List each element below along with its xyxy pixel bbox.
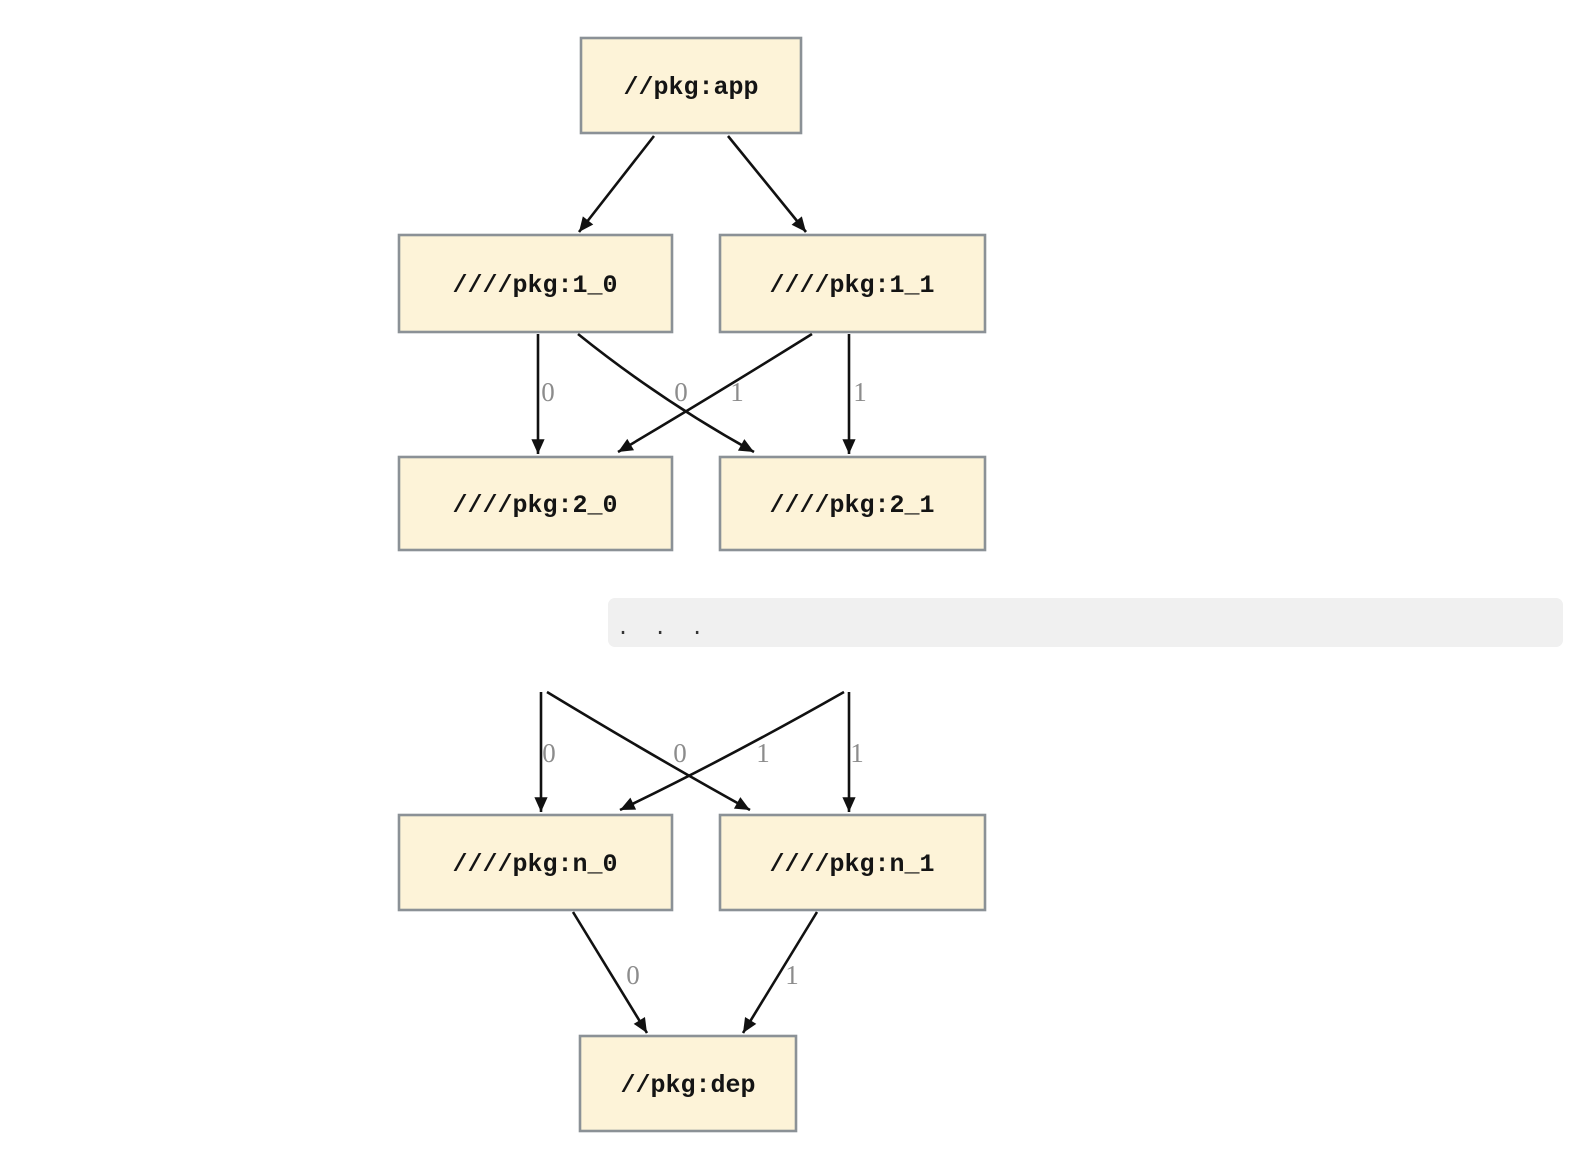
edge-label-1-0-to-2-1: 1 [730, 377, 744, 407]
edge-prev-cross-to-n-1 [546, 690, 751, 812]
node-pkg-2-1-label: ////pkg:2_1 [769, 491, 934, 520]
node-pkg-1-0-box [397, 233, 674, 334]
node-app-box [579, 36, 803, 135]
edge-label-1-0-to-2-0: 0 [541, 377, 555, 407]
node-pkg-1-1: ////pkg:1_1 [718, 233, 987, 334]
node-pkg-n-1-box [718, 813, 987, 912]
node-pkg-2-0: ////pkg:2_0 [397, 455, 674, 552]
node-app: //pkg:app [579, 36, 803, 135]
edge-label-n-1-to-dep: 1 [785, 960, 799, 990]
node-dep-label: //pkg:dep [620, 1071, 755, 1100]
node-pkg-1-1-box [718, 233, 987, 334]
node-pkg-n-1: ////pkg:n_1 [718, 813, 987, 912]
node-pkg-n-1-label: ////pkg:n_1 [769, 850, 934, 879]
edge-n-1-to-dep [741, 911, 819, 1034]
node-pkg-2-1-box [718, 455, 987, 552]
edge-label-prev-cross-to-n-1: 1 [756, 738, 770, 768]
edge-label-prev-to-n-1: 1 [850, 738, 864, 768]
ellipsis-code-block [608, 598, 1563, 647]
node-pkg-2-0-label: ////pkg:2_0 [452, 491, 617, 520]
edge-app-to-1-1 [726, 135, 808, 233]
node-pkg-2-1: ////pkg:2_1 [718, 455, 987, 552]
node-pkg-1-0: ////pkg:1_0 [397, 233, 674, 334]
node-dep: //pkg:dep [578, 1034, 798, 1133]
edge-app-to-1-0 [577, 135, 656, 233]
node-pkg-2-0-box [397, 455, 674, 552]
edge-prev-cross-to-n-0 [619, 690, 845, 812]
edge-label-1-1-to-2-1: 1 [853, 377, 867, 407]
edge-label-1-1-to-2-0: 0 [674, 377, 688, 407]
edge-1-0-to-2-1 [577, 332, 755, 454]
node-pkg-1-0-label: ////pkg:1_0 [452, 271, 617, 300]
node-pkg-n-0: ////pkg:n_0 [397, 813, 674, 912]
node-pkg-n-0-label: ////pkg:n_0 [452, 850, 617, 879]
edge-label-prev-to-n-0: 0 [542, 738, 556, 768]
node-app-label: //pkg:app [623, 73, 758, 102]
edge-label-n-0-to-dep: 0 [626, 960, 640, 990]
ellipsis-text: . . . [617, 615, 703, 639]
node-dep-box [578, 1034, 798, 1133]
edge-label-prev-cross-to-n-0: 0 [673, 738, 687, 768]
edge-n-0-to-dep [571, 911, 649, 1034]
node-pkg-1-1-label: ////pkg:1_1 [769, 271, 934, 300]
node-pkg-n-0-box [397, 813, 674, 912]
edge-1-1-to-2-0 [617, 332, 813, 454]
